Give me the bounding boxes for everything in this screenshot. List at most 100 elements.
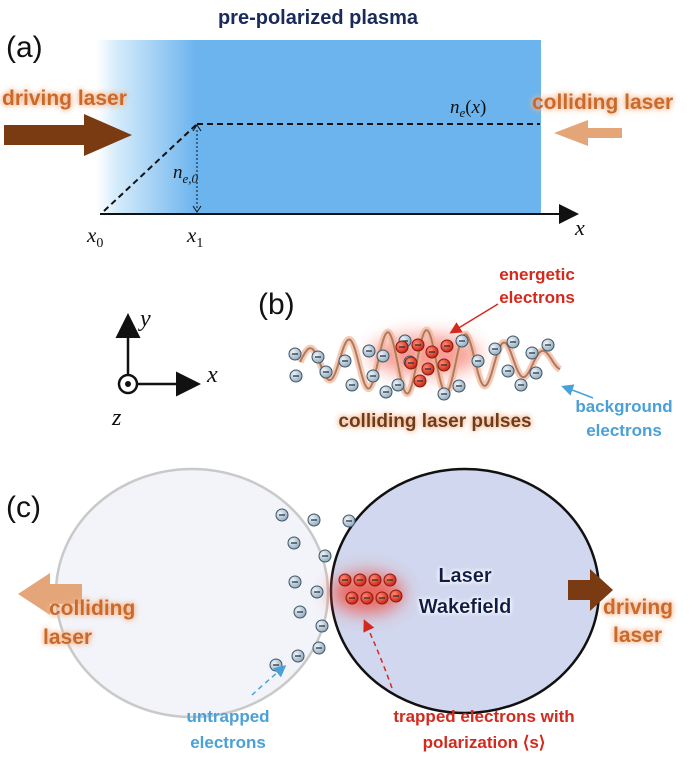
background-electron xyxy=(379,385,393,399)
untrapped-electron xyxy=(287,536,301,550)
x-axis-label-b: x xyxy=(206,362,218,388)
panel-b: (b) energetic electrons colliding laser … xyxy=(258,265,673,440)
energetic-electron xyxy=(425,345,439,359)
trapped-pointer xyxy=(363,619,393,689)
laser-wave xyxy=(299,329,561,395)
untrapped-electron xyxy=(307,513,321,527)
colliding-laser-arrow xyxy=(554,120,622,146)
trapped-electron xyxy=(375,591,389,605)
background-electron xyxy=(529,366,543,380)
trapped-label-1: trapped electrons with xyxy=(393,707,574,726)
energetic-electron xyxy=(413,374,427,388)
background-electron xyxy=(514,378,528,392)
pulses-label: colliding laser pulses xyxy=(338,411,531,432)
x1-label: x1 xyxy=(186,223,203,251)
background-electron xyxy=(501,364,515,378)
trapped-electron xyxy=(338,573,352,587)
untrapped-electron xyxy=(269,658,283,672)
colliding-laser-label-c2: laser xyxy=(43,626,92,649)
untrapped-electron xyxy=(288,575,302,589)
untrapped-electron xyxy=(275,508,289,522)
panel-a: (a) pre-polarized plasma ne(x) ne,0 x0 x… xyxy=(2,7,673,251)
energetic-label-1: energetic xyxy=(499,265,575,284)
untrapped-electron xyxy=(310,585,324,599)
density-marker-top xyxy=(192,124,202,132)
colliding-bubble xyxy=(54,467,330,719)
untrapped-pointer xyxy=(251,665,287,696)
coordinate-axes: y x z xyxy=(111,306,218,431)
background-electron xyxy=(376,349,390,363)
trapped-electron xyxy=(360,591,374,605)
background-electrons xyxy=(288,334,555,401)
trapped-electron xyxy=(345,591,359,605)
plasma-title: pre-polarized plasma xyxy=(218,7,419,29)
driving-laser-arrow xyxy=(4,114,132,156)
colliding-laser-label: colliding laser xyxy=(532,91,673,114)
wakefield-label-1: Laser xyxy=(438,565,492,587)
background-label-1: background xyxy=(575,397,672,416)
background-electron xyxy=(437,387,451,401)
energetic-label-2: electrons xyxy=(499,288,575,307)
panel-a-label: (a) xyxy=(6,31,43,64)
energetic-pointer xyxy=(449,303,499,334)
z-axis-dot xyxy=(125,381,131,387)
background-electron xyxy=(391,378,405,392)
untrapped-electron xyxy=(315,619,329,633)
untrapped-label-1: untrapped xyxy=(186,707,269,726)
density-label: ne(x) xyxy=(450,97,486,120)
trapped-electron xyxy=(389,589,403,603)
untrapped-electron xyxy=(318,549,332,563)
background-pointer xyxy=(561,384,594,399)
z-axis-label: z xyxy=(111,405,122,431)
background-label-2: electrons xyxy=(586,421,662,440)
energetic-electron xyxy=(437,358,451,372)
panel-c: (c) Laser Wakefield colliding laser driv… xyxy=(6,467,673,752)
colliding-laser-arrow-c xyxy=(18,573,82,615)
x0-label: x0 xyxy=(86,223,103,251)
background-electron xyxy=(452,379,466,393)
background-electron xyxy=(506,335,520,349)
background-electron xyxy=(345,378,359,392)
trapped-electrons xyxy=(338,573,403,605)
density-ramp-line xyxy=(103,123,198,212)
background-electron xyxy=(288,347,302,361)
density-marker-bottom xyxy=(192,205,202,213)
untrapped-electrons xyxy=(269,508,356,672)
driving-laser-label: driving laser xyxy=(2,87,127,110)
panel-b-label: (b) xyxy=(258,288,295,321)
untrapped-electron xyxy=(342,514,356,528)
plasma-slab xyxy=(195,40,541,215)
wakefield-label-2: Wakefield xyxy=(419,596,512,618)
background-electron xyxy=(289,369,303,383)
trapped-electron xyxy=(368,573,382,587)
untrapped-electron xyxy=(291,649,305,663)
background-electron xyxy=(541,338,555,352)
background-electron xyxy=(311,350,325,364)
background-electron xyxy=(362,344,376,358)
trapped-electron xyxy=(353,573,367,587)
background-electron xyxy=(338,354,352,368)
energetic-electron xyxy=(421,362,435,376)
untrapped-label-2: electrons xyxy=(190,733,266,752)
driving-laser-label-c2: laser xyxy=(613,624,662,647)
driving-laser-arrow-c xyxy=(568,569,613,611)
background-electron xyxy=(319,365,333,379)
panel-c-label: (c) xyxy=(6,491,41,524)
background-electron xyxy=(525,346,539,360)
energetic-electron xyxy=(404,356,418,370)
untrapped-electron xyxy=(293,605,307,619)
driving-laser-label-c1: driving xyxy=(603,596,673,619)
untrapped-electron xyxy=(312,641,326,655)
background-electron xyxy=(488,342,502,356)
background-electron xyxy=(455,334,469,348)
trapped-electron xyxy=(383,573,397,587)
background-electron xyxy=(471,354,485,368)
colliding-laser-label-c1: colliding xyxy=(49,597,135,620)
energetic-electron xyxy=(395,340,409,354)
y-axis-label: y xyxy=(138,306,151,332)
trapped-label-2: polarization ⟨s⟩ xyxy=(423,733,546,752)
x-axis-label: x xyxy=(574,215,585,240)
background-electron xyxy=(366,369,380,383)
energetic-electron xyxy=(440,339,454,353)
